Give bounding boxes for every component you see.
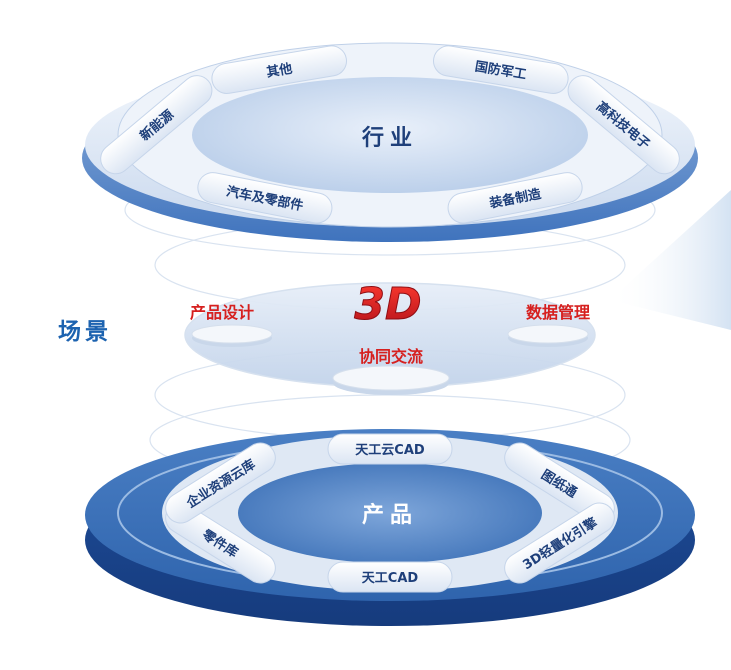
- label-product-design: 产品设计: [190, 303, 254, 322]
- top-segment-bg: [447, 172, 583, 224]
- top-segment-bg: [433, 45, 569, 94]
- side-label-scenario: 场景: [58, 319, 112, 345]
- pedestal-right: [507, 324, 589, 347]
- top-center-label: 行业: [361, 125, 418, 151]
- bottom-center-hub: [238, 463, 542, 563]
- bottom-segment: 图纸通: [504, 442, 615, 524]
- bottom-segment-label: 天工CAD: [362, 571, 419, 586]
- top-layer: 其他国防军工高科技电子装备制造汽车及零部件新能源 行业: [82, 42, 698, 242]
- top-segment-label: 其他: [265, 61, 293, 81]
- bottom-segment-bg: [327, 561, 453, 593]
- bottom-center-label: 产品: [362, 503, 418, 528]
- top-segment-bg: [100, 75, 213, 175]
- label-data-management: 数据管理: [526, 303, 590, 322]
- top-segment: 装备制造: [447, 172, 583, 224]
- bottom-segment-bg: [504, 502, 615, 584]
- top-segment-bg: [567, 75, 680, 175]
- label-collaboration: 协同交流: [359, 347, 423, 366]
- bottom-segment: 天工云CAD: [327, 433, 453, 465]
- top-center-hub: [192, 77, 588, 193]
- pedestal-left: [191, 324, 273, 347]
- bottom-segment-label: 天工云CAD: [355, 443, 425, 458]
- pedestal-bottom: [332, 365, 450, 395]
- middle-disk: [185, 283, 595, 387]
- logo-3d: 3D: [354, 279, 421, 330]
- middle-layer: 3D 产品设计 数据管理 协同交流: [184, 279, 596, 395]
- bottom-segment-bg: [327, 433, 453, 465]
- bottom-segment: 天工CAD: [327, 561, 453, 593]
- top-segment-bg: [197, 172, 333, 224]
- bottom-segment-bg: [165, 442, 276, 524]
- light-beam: [610, 190, 731, 330]
- top-segment: 国防军工: [433, 45, 569, 94]
